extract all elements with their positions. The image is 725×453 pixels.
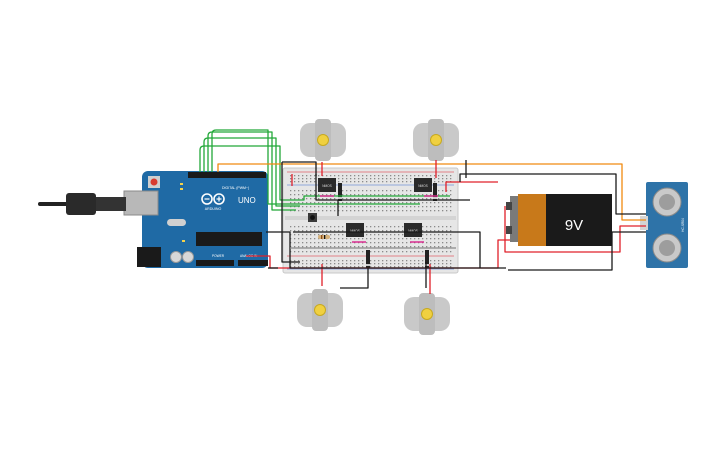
reset-button[interactable] [150, 178, 158, 186]
push-button[interactable] [308, 213, 317, 222]
transistor-2[interactable]: NMOS [414, 178, 432, 192]
battery-label: 9V [565, 217, 583, 234]
arduino-logo-icon [201, 193, 225, 205]
resistor [318, 235, 330, 239]
diode-3 [366, 250, 370, 268]
svg-text:NMOS: NMOS [408, 229, 418, 233]
dc-motor-top-right[interactable] [413, 119, 459, 161]
sensor-label: HC-SR04 [681, 218, 685, 232]
diode-4 [425, 250, 429, 268]
svg-text:NMOS: NMOS [418, 184, 428, 188]
arduino-uno-board[interactable]: ARDUINO UNO DIGITAL (PWM~) POWER ANALOG … [38, 171, 268, 268]
breadboard[interactable] [282, 167, 459, 274]
header-digital-label: DIGITAL (PWM~) [222, 186, 249, 190]
dc-motor-bottom-left[interactable] [297, 289, 343, 331]
svg-text:NMOS: NMOS [322, 184, 332, 188]
arduino-brand: ARDUINO [205, 207, 222, 211]
arduino-model: UNO [238, 196, 256, 205]
wires[interactable] [199, 129, 646, 294]
dc-motor-bottom-right[interactable] [404, 293, 450, 335]
ultrasonic-sensor[interactable]: HC-SR04 [640, 182, 688, 268]
svg-text:NMOS: NMOS [350, 229, 360, 233]
dc-motor-top-left[interactable] [300, 119, 346, 161]
diode-1 [338, 183, 342, 201]
diode-2 [433, 183, 437, 201]
transistor-1[interactable]: NMOS [318, 178, 336, 192]
transistor-4[interactable]: NMOS [404, 223, 422, 237]
battery-9v[interactable]: 9V [506, 194, 612, 246]
breadboard-holes [290, 175, 452, 268]
transistor-3[interactable]: NMOS [346, 223, 364, 237]
header-power-label: POWER [212, 254, 225, 258]
